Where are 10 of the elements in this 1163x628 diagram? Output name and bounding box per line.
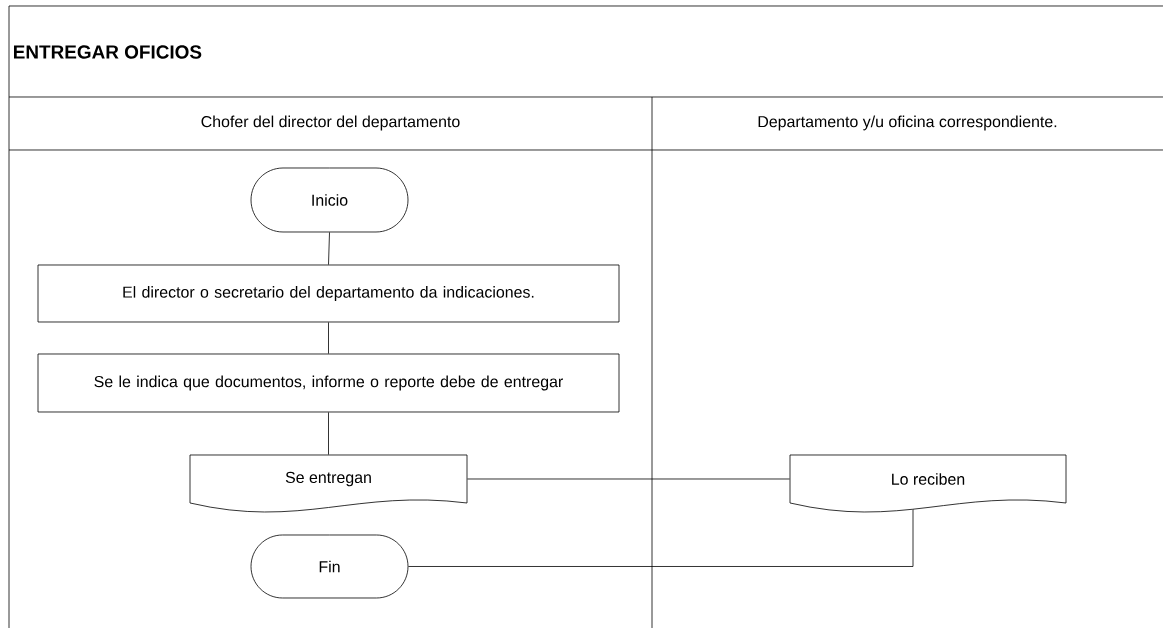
connector-line	[328, 322, 329, 354]
connector-line	[328, 412, 329, 455]
document-shape: Se entregan	[189, 454, 468, 513]
title-bar: ENTREGAR OFICIOS	[8, 5, 1163, 98]
document-shape: Lo reciben	[789, 454, 1067, 513]
connector-line	[467, 478, 790, 480]
connector-line	[408, 509, 914, 567]
connector-line	[328, 232, 330, 265]
process-box: El director o secretario del departamento da indicaciones.	[37, 264, 620, 323]
process-box: Se le indica que documentos, informe o reporte debe de entregar	[37, 353, 620, 413]
